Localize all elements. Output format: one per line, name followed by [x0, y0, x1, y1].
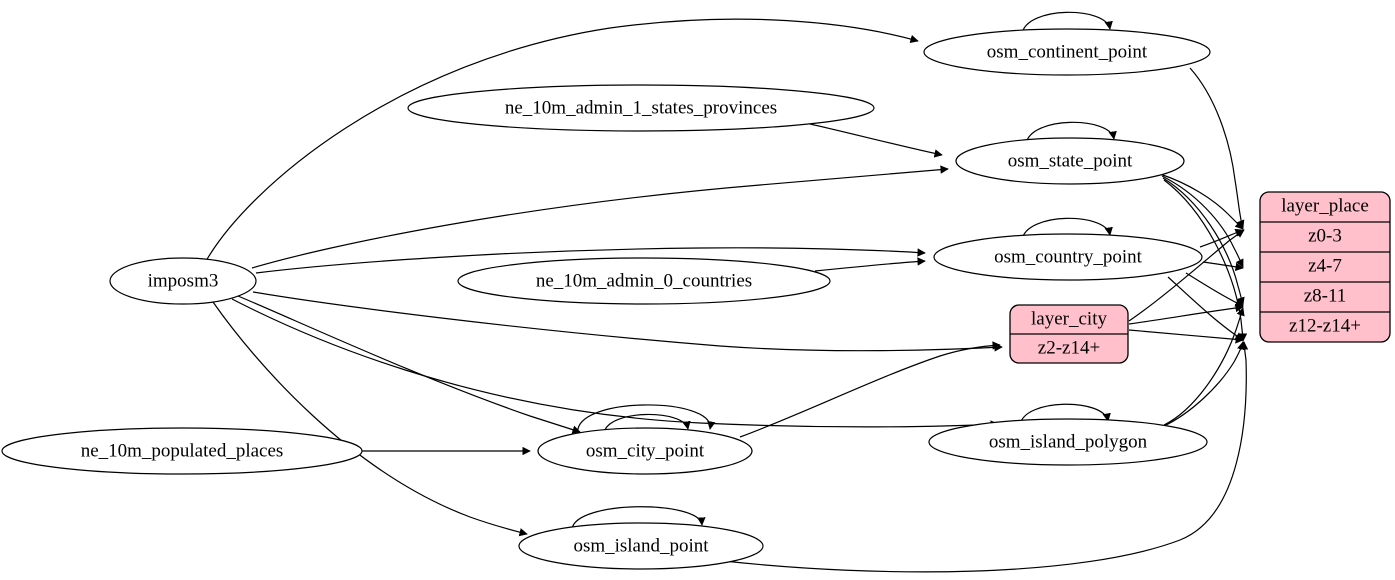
node-ne-places-shape[interactable]: [1, 427, 363, 475]
edge-osm-country-point-to-layer-place-z8-11: [1185, 272, 1244, 307]
node-osm-island-polygon[interactable]: osm_island_polygon: [928, 418, 1208, 466]
edge-osm-country-point-to-layer-place-z4-7: [1202, 261, 1244, 272]
node-ne-states-shape[interactable]: [407, 84, 875, 132]
edge-imposm3-to-osm-island-point: [212, 301, 528, 537]
node-osm-country-point[interactable]: osm_country_point: [933, 233, 1203, 281]
node-osm-island-polygon-shape[interactable]: [928, 418, 1208, 466]
edge-osm-island-point-to-layer-place-z12-z14: [723, 341, 1249, 573]
self-loop-osm-state-point: [1025, 121, 1117, 145]
edge-imposm3-to-layer-city: [252, 291, 1003, 352]
node-osm-island-point[interactable]: osm_island_point: [518, 522, 764, 570]
node-imposm3-shape[interactable]: [109, 257, 257, 305]
edge-osm-state-point-to-layer-place-z4-7: [1161, 175, 1244, 268]
node-layer-place[interactable]: layer_place z0-3 z4-7 z8-11 z12-z14+: [1259, 191, 1391, 343]
node-ne-10m-admin-0-countries[interactable]: ne_10m_admin_0_countries: [457, 257, 831, 305]
node-layer: imposm3 ne_10m_admin_1_states_provinces …: [1, 28, 1391, 570]
self-loop-osm-island-polygon: [1019, 403, 1111, 426]
node-osm-state-point-shape[interactable]: [955, 137, 1185, 185]
edge-layer-city-to-layer-place-z12-z14: [1128, 329, 1244, 344]
edge-osm-country-point-to-layer-place-z12-z14: [1167, 276, 1244, 341]
node-osm-city-point-shape[interactable]: [537, 427, 753, 475]
node-ne-countries-shape[interactable]: [457, 257, 831, 305]
node-layer-place-box[interactable]: [1259, 191, 1391, 343]
edge-osm-city-point-to-layer-city: [739, 341, 1001, 438]
edge-layer: [205, 11, 1249, 573]
node-osm-island-point-shape[interactable]: [518, 522, 764, 570]
edge-imposm3-to-osm-island-polygon: [231, 298, 999, 429]
edge-ne-states-to-osm-state-point: [809, 123, 943, 158]
edge-imposm3-to-osm-state-point: [251, 165, 949, 269]
node-ne-10m-admin-1-states-provinces[interactable]: ne_10m_admin_1_states_provinces: [407, 84, 875, 132]
node-osm-continent-point-shape[interactable]: [923, 28, 1211, 76]
self-loop-osm-continent-point: [1021, 11, 1113, 35]
edge-osm-island-polygon-to-layer-place-z8-11: [1163, 307, 1245, 426]
edge-imposm3-to-osm-country-point: [255, 247, 926, 274]
self-loop-osm-city-point-outer: [577, 404, 716, 436]
edge-osm-island-polygon-to-layer-place-z12-z14: [1161, 341, 1246, 428]
edge-layer-city-to-layer-place-z0-3: [1128, 229, 1245, 322]
node-osm-continent-point[interactable]: osm_continent_point: [923, 28, 1211, 76]
node-osm-city-point[interactable]: osm_city_point: [537, 427, 753, 475]
node-osm-country-point-shape[interactable]: [933, 233, 1203, 281]
node-layer-city[interactable]: layer_city z2-z14+: [1009, 304, 1129, 364]
node-osm-state-point[interactable]: osm_state_point: [955, 137, 1185, 185]
edge-osm-state-point-to-layer-place-z0-3: [1159, 173, 1244, 230]
self-loop-osm-city-point-inner: [603, 413, 691, 434]
edge-ne-countries-to-osm-country-point: [814, 257, 926, 272]
self-loop-osm-island-point: [571, 506, 706, 530]
node-ne-10m-populated-places[interactable]: ne_10m_populated_places: [1, 427, 363, 475]
edge-osm-continent-point-to-layer-place-z0-3: [1189, 67, 1245, 229]
edge-imposm3-to-osm-city-point: [237, 295, 581, 434]
edge-layer-city-to-layer-place-z8-11: [1128, 303, 1244, 325]
edge-imposm3-to-osm-continent-point: [205, 18, 919, 262]
node-imposm3[interactable]: imposm3: [109, 257, 257, 305]
self-loop-osm-country-point: [1021, 217, 1113, 241]
